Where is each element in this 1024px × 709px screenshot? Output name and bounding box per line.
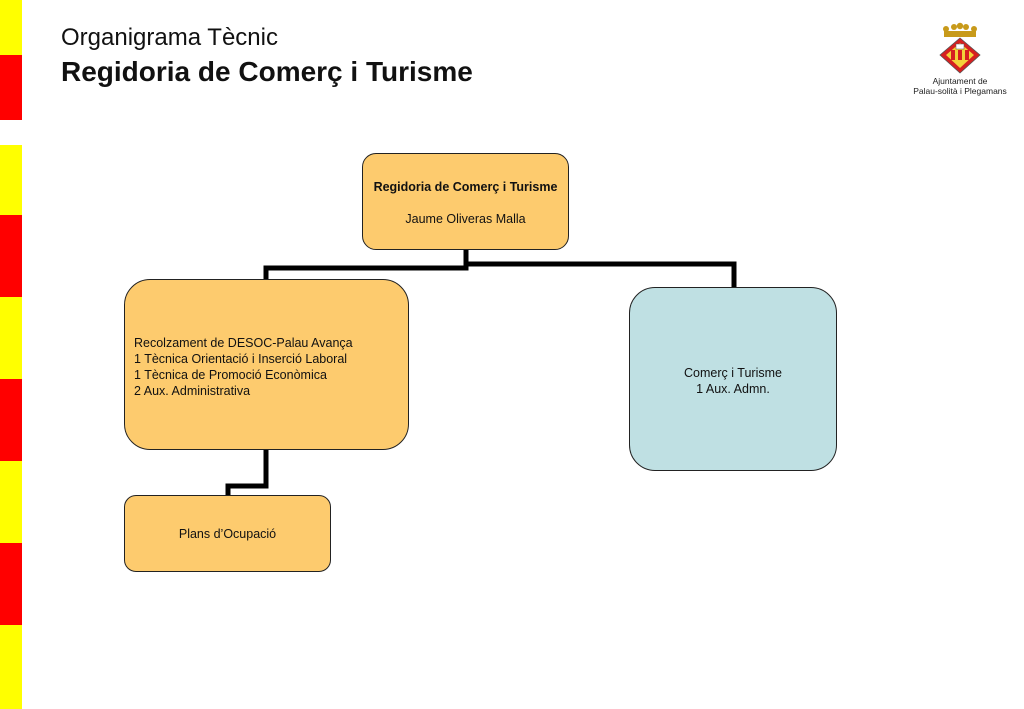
stripe-red bbox=[0, 55, 22, 120]
org-node-comerc-line: 1 Aux. Admn. bbox=[696, 382, 770, 396]
page-title: Regidoria de Comerç i Turisme bbox=[61, 56, 473, 87]
org-node-desoc-line: 2 Aux. Administrativa bbox=[134, 384, 251, 398]
connector-left-to-bottom bbox=[225, 450, 269, 495]
org-node-desoc-line: 1 Tècnica Orientació i Inserció Laboral bbox=[134, 352, 348, 366]
logo-text-line1: Ajuntament de bbox=[932, 76, 988, 86]
stripe-yellow bbox=[0, 145, 22, 215]
connector-top-to-right bbox=[466, 261, 737, 287]
org-node-desoc-lines: Recolzament de DESOC-Palau Avança 1 Tècn… bbox=[134, 335, 353, 399]
org-node-desoc-support: Recolzament de DESOC-Palau Avança 1 Tècn… bbox=[124, 279, 409, 450]
stripe-red bbox=[0, 543, 22, 625]
stripe-yellow bbox=[0, 0, 22, 55]
stripe-yellow bbox=[0, 297, 22, 379]
logo-text-line2: Palau-solità i Plegamans bbox=[913, 86, 1007, 96]
org-node-regidoria-title: Regidoria de Comerç i Turisme bbox=[373, 180, 558, 194]
stripe-red bbox=[0, 379, 22, 461]
stripe-red bbox=[0, 215, 22, 297]
org-node-desoc-line: 1 Tècnica de Promoció Econòmica bbox=[134, 368, 327, 382]
org-node-comerc-line: Comerç i Turisme bbox=[684, 366, 782, 380]
stripe-yellow bbox=[0, 625, 22, 709]
org-node-comerc-lines: Comerç i Turisme 1 Aux. Admn. bbox=[630, 365, 836, 397]
org-node-plans-ocupacio: Plans d’Ocupació bbox=[124, 495, 331, 572]
org-node-comerc-turisme: Comerç i Turisme 1 Aux. Admn. bbox=[629, 287, 837, 471]
org-node-regidoria-person: Jaume Oliveras Malla bbox=[405, 212, 526, 226]
page-subtitle: Organigrama Tècnic bbox=[61, 24, 278, 51]
org-node-desoc-line: Recolzament de DESOC-Palau Avança bbox=[134, 336, 353, 350]
decorative-stripe-bar bbox=[0, 0, 22, 709]
connector-top-to-left bbox=[263, 250, 469, 279]
stripe-yellow bbox=[0, 461, 22, 543]
stripe-gap bbox=[0, 120, 22, 145]
municipal-logo: Ajuntament de Palau-solità i Plegamans bbox=[906, 22, 1014, 96]
org-node-regidoria: Regidoria de Comerç i Turisme Jaume Oliv… bbox=[362, 153, 569, 250]
org-node-plans-label: Plans d’Ocupació bbox=[178, 527, 277, 541]
coat-of-arms-icon bbox=[939, 22, 981, 74]
